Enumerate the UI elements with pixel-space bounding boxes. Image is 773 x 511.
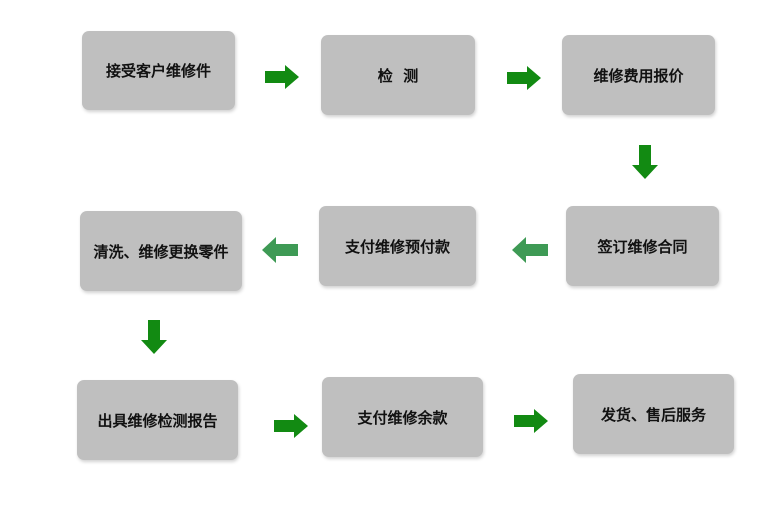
step-shipping-after-sales: 发货、售后服务	[573, 374, 734, 454]
step-sign-contract: 签订维修合同	[566, 206, 719, 286]
arrow-right-icon	[274, 414, 308, 438]
arrow-right-icon	[265, 65, 299, 89]
step-inspection: 检 测	[321, 35, 475, 115]
step-pay-balance: 支付维修余款	[322, 377, 483, 457]
step-label: 支付维修余款	[357, 408, 448, 427]
step-label: 签订维修合同	[597, 237, 688, 256]
step-label: 清洗、维修更换零件	[93, 242, 229, 261]
step-label: 发货、售后服务	[600, 405, 706, 424]
step-label: 检 测	[377, 66, 419, 85]
step-clean-repair-replace: 清洗、维修更换零件	[80, 211, 242, 291]
step-label: 接受客户维修件	[105, 62, 211, 80]
step-repair-quote: 维修费用报价	[562, 35, 715, 115]
step-label: 维修费用报价	[593, 66, 684, 85]
step-label: 支付维修预付款	[344, 237, 450, 256]
arrow-left-icon	[512, 237, 548, 263]
arrow-down-icon	[632, 145, 658, 179]
step-pay-deposit: 支付维修预付款	[319, 206, 476, 286]
arrow-right-icon	[507, 66, 541, 90]
step-label: 出具维修检测报告	[97, 411, 218, 430]
step-issue-inspection-report: 出具维修检测报告	[77, 380, 238, 460]
arrow-right-icon	[514, 409, 548, 433]
arrow-left-icon	[262, 237, 298, 263]
step-receive-repair-part: 接受客户维修件	[82, 31, 235, 110]
arrow-down-icon	[141, 320, 167, 354]
